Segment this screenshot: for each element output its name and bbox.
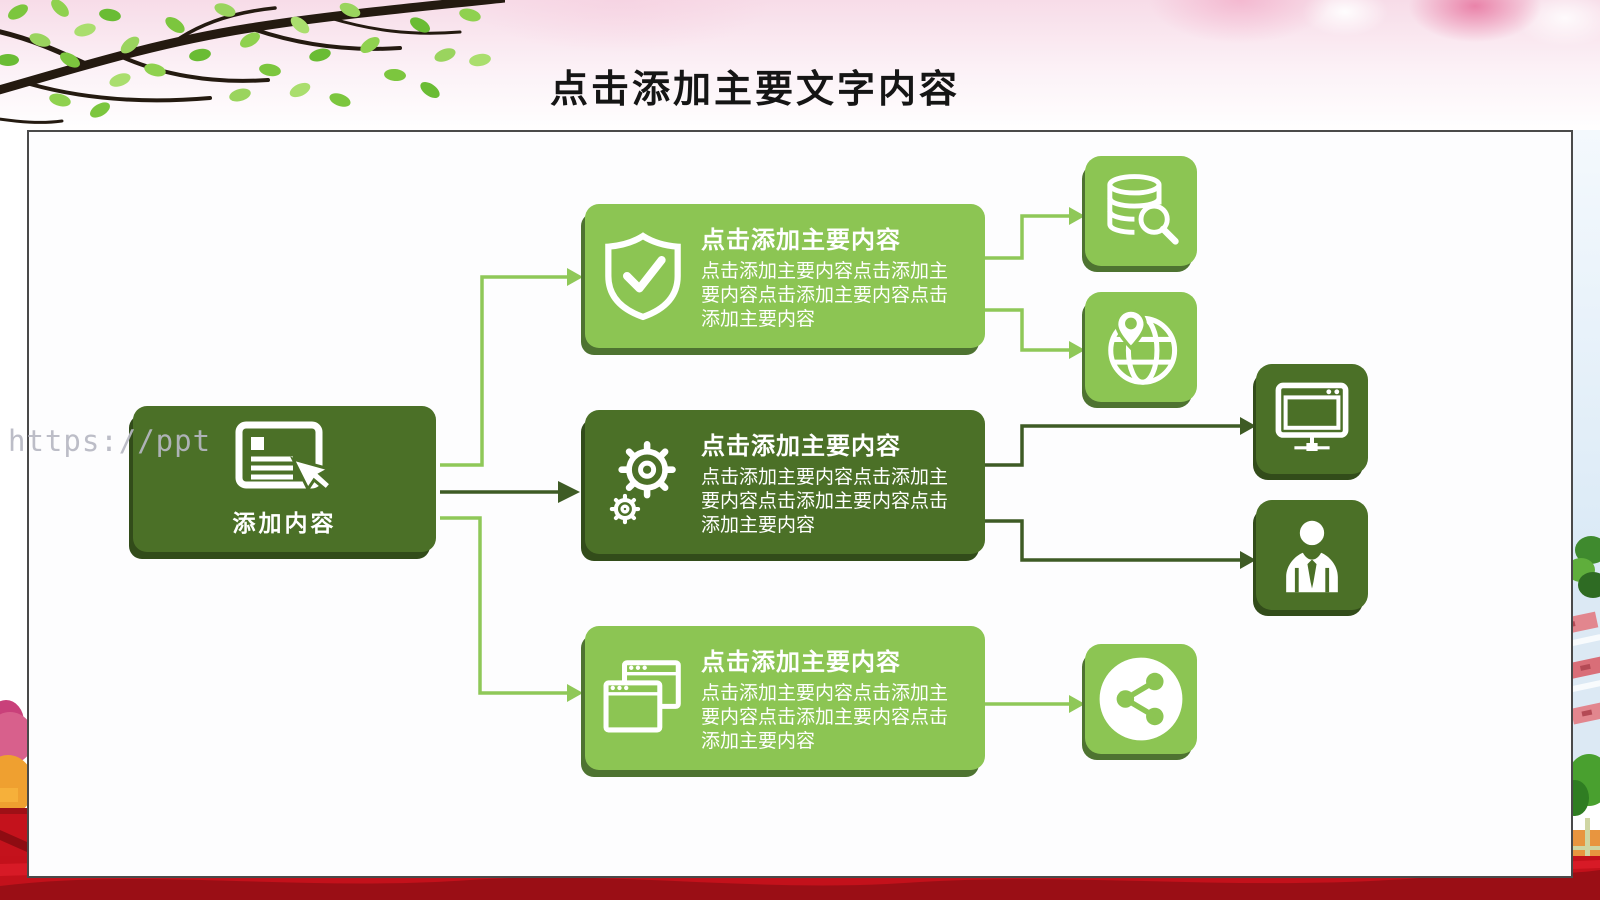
branch-title: 点击添加主要内容 (701, 226, 901, 254)
watermark-text: https://ppt (8, 424, 212, 458)
branch-title: 点击添加主要内容 (701, 432, 901, 460)
root-node-box: 添加内容 (133, 406, 436, 552)
leaf-box-monitor (1256, 364, 1368, 474)
right-edge-decoration (1573, 130, 1600, 900)
shield-check-icon (605, 232, 681, 321)
globe-location-icon (1108, 308, 1178, 385)
branch-box-3: 点击添加主要内容 点击添加主要内容点击添加主要内容点击添加主要内容点击添加主要内… (585, 626, 985, 770)
leaf-box-share (1085, 644, 1197, 754)
overlapping-windows-icon (603, 660, 681, 733)
leaf-box-globe (1085, 292, 1197, 402)
root-node-label: 添加内容 (232, 509, 337, 536)
branch-title: 点击添加主要内容 (701, 648, 901, 676)
gears-icon (609, 441, 676, 525)
left-edge-decoration (0, 130, 27, 900)
slide-title: 点击添加主要文字内容 (549, 69, 960, 111)
branch-box-2: 点击添加主要内容 点击添加主要内容点击添加主要内容点击添加主要内容点击添加主要内… (585, 410, 985, 554)
leaf-box-businessman (1256, 500, 1368, 610)
branch-body: 点击添加主要内容点击添加主要内容点击添加主要内容点击添加主要内容 (701, 466, 949, 537)
branch-body: 点击添加主要内容点击添加主要内容点击添加主要内容点击添加主要内容 (701, 260, 949, 331)
monitor-network-icon (1275, 382, 1349, 451)
branch-box-1: 点击添加主要内容 点击添加主要内容点击添加主要内容点击添加主要内容点击添加主要内… (585, 204, 985, 348)
branch-body: 点击添加主要内容点击添加主要内容点击添加主要内容点击添加主要内容 (701, 682, 949, 753)
businessman-icon (1286, 520, 1338, 593)
document-click-icon (235, 421, 333, 492)
database-search-icon (1107, 174, 1179, 245)
share-icon (1099, 657, 1183, 741)
leaf-box-database (1085, 156, 1197, 266)
